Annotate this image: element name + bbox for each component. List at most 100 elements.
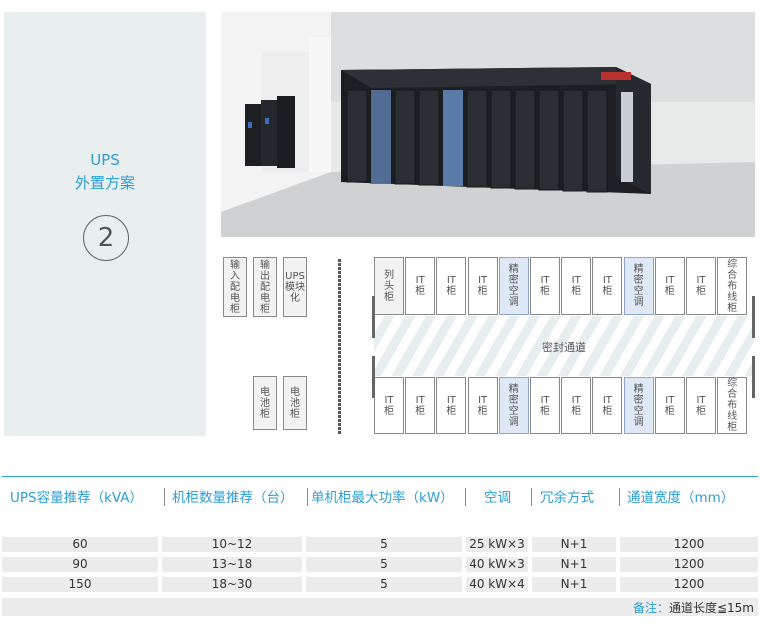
cabinet-label: IT柜: [446, 394, 457, 417]
header-separator: [531, 488, 532, 506]
rack-cabinet: IT柜: [436, 257, 467, 315]
header-redundancy: 冗余方式: [540, 490, 594, 506]
cabinet-label: 综合布线柜: [727, 378, 738, 433]
note: 备注：通道长度≦15m: [633, 599, 754, 616]
rack-cabinet: IT柜: [654, 257, 685, 315]
table-cell: 18~30: [162, 577, 302, 592]
rack-cabinet: IT柜: [374, 377, 404, 434]
header-separator: [619, 488, 620, 506]
table-cell: 5: [306, 577, 462, 592]
cabinet-label: IT柜: [415, 275, 426, 297]
note-text: 通道长度≦15m: [668, 601, 754, 615]
cabinet-label: IT柜: [571, 275, 582, 297]
cabinet-label: 精密空调: [633, 383, 644, 428]
sealed-aisle-label: 密封通道: [542, 341, 586, 354]
rack-cabinet: IT柜: [686, 377, 716, 434]
output-distribution-cabinet: 输出配电柜: [253, 257, 277, 317]
note-bar: [2, 598, 758, 616]
header-separator: [307, 488, 308, 506]
table-cell: 40 kW×4: [466, 577, 528, 592]
cabinet-label: 输出配电柜: [260, 259, 270, 315]
battery-cabinet: 电池柜: [253, 376, 277, 430]
scheme-title-line2: 外置方案: [74, 174, 135, 192]
rack-cabinet: IT柜: [686, 257, 716, 315]
table-cell: N+1: [532, 537, 616, 552]
table-cell: 5: [306, 537, 462, 552]
table-cell: 60: [2, 537, 158, 552]
header-separator: [164, 488, 165, 506]
ups-modular-cabinet: UPS模块化: [283, 257, 307, 317]
cabinet-label: IT柜: [602, 394, 613, 417]
cabinet-label: IT柜: [477, 275, 488, 297]
cabinet-label: IT柜: [602, 275, 613, 297]
cabinet-label: 精密空调: [508, 264, 519, 308]
cabinet-label: IT柜: [696, 394, 706, 417]
cabinet-label: 综合布线柜: [727, 258, 738, 314]
rack-cabinet: IT柜: [592, 377, 623, 434]
cabinet-label: IT柜: [696, 275, 706, 297]
scheme-number-badge: 2: [83, 215, 129, 261]
rack-cabinet: IT柜: [654, 377, 685, 434]
precision-ac-cabinet: 精密空调: [623, 257, 654, 315]
cabinet-label: 电池柜: [290, 386, 300, 420]
table-cell: 5: [306, 557, 462, 572]
table-cell: 90: [2, 557, 158, 572]
cabinet-label: 电池柜: [260, 386, 270, 420]
table-cell: 10~12: [162, 537, 302, 552]
rack-cabinet: 综合布线柜: [717, 377, 748, 434]
precision-ac-cabinet: 精密空调: [498, 257, 529, 315]
precision-ac-cabinet: 精密空调: [623, 377, 654, 434]
precision-ac-cabinet: 精密空调: [498, 377, 529, 434]
header-ac: 空调: [484, 490, 511, 506]
aisle-door-right-top: [752, 296, 755, 338]
cabinet-label: IT柜: [446, 275, 457, 297]
battery-cabinet: 电池柜: [283, 376, 307, 430]
header-ups-capacity: UPS容量推荐（kVA）: [10, 490, 144, 506]
table-cell: 40 kW×3: [466, 557, 528, 572]
datacenter-illustration: [221, 12, 755, 237]
input-distribution-cabinet: 输入配电柜: [223, 257, 247, 317]
table-cell: N+1: [532, 577, 616, 592]
rack-cabinet: IT柜: [530, 257, 560, 315]
cabinet-label: 输入配电柜: [230, 259, 240, 315]
aisle-door-left-bottom: [372, 356, 375, 398]
scheme-title-line1: UPS: [90, 151, 120, 169]
rack-cabinet: 综合布线柜: [717, 257, 748, 315]
rack-cabinet: IT柜: [561, 377, 592, 434]
sealed-aisle: [374, 316, 754, 376]
cabinet-label: 精密空调: [633, 264, 644, 308]
header-aisle-width: 通道宽度（mm）: [627, 490, 735, 506]
rack-cabinet: IT柜: [467, 257, 498, 315]
header-max-power: 单机柜最大功率（kW）: [311, 490, 454, 506]
cabinet-label: IT柜: [477, 394, 488, 417]
datacenter-photo: [221, 12, 755, 237]
wall-divider: [338, 258, 341, 434]
table-cell: 150: [2, 577, 158, 592]
cabinet-label: IT柜: [664, 394, 675, 417]
rack-cabinet: IT柜: [592, 257, 623, 315]
cabinet-label: 精密空调: [508, 383, 519, 428]
table-cell: 13~18: [162, 557, 302, 572]
header-cabinet-count: 机柜数量推荐（台）: [172, 490, 294, 506]
aisle-door-left-top: [372, 296, 375, 338]
rack-cabinet: IT柜: [530, 377, 560, 434]
cabinet-label: IT柜: [540, 275, 550, 297]
table-cell: N+1: [532, 557, 616, 572]
rack-cabinet: IT柜: [405, 377, 436, 434]
rack-cabinet: IT柜: [467, 377, 498, 434]
cabinet-label: IT柜: [415, 394, 426, 417]
header-separator: [465, 488, 466, 506]
table-cell: 1200: [620, 577, 758, 592]
rack-cabinet: IT柜: [405, 257, 436, 315]
cabinet-label: 列头柜: [384, 269, 394, 303]
table-cell: 25 kW×3: [466, 537, 528, 552]
cabinet-label: UPS模块化: [285, 270, 305, 304]
scheme-panel: UPS 外置方案 2: [4, 12, 206, 436]
note-label: 备注：: [632, 601, 669, 615]
rack-cabinet: IT柜: [436, 377, 467, 434]
table-top-rule: [2, 476, 758, 477]
rack-cabinet: 列头柜: [374, 257, 404, 315]
table-cell: 1200: [620, 537, 758, 552]
cabinet-label: IT柜: [664, 275, 675, 297]
cabinet-label: IT柜: [384, 394, 394, 417]
